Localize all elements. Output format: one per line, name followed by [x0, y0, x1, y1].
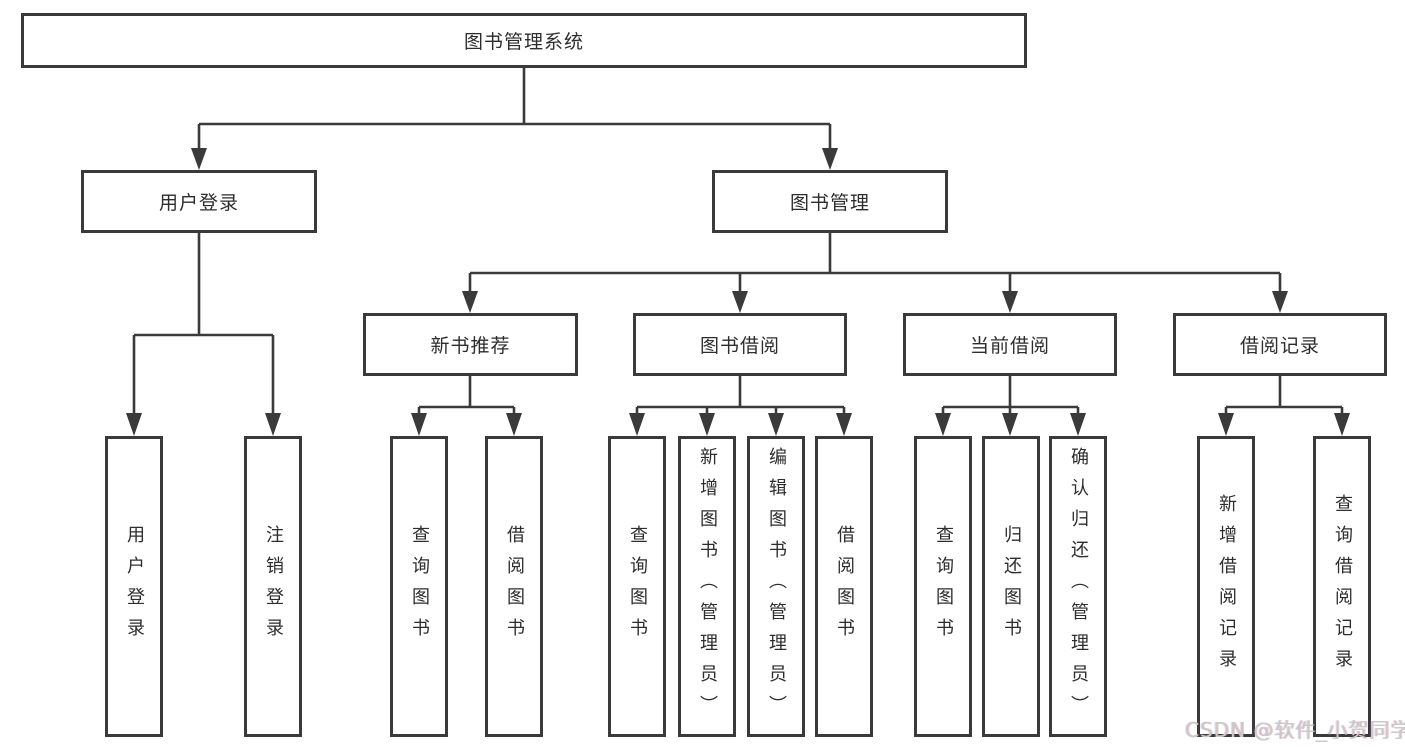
node-label: 图书管理 — [789, 192, 870, 214]
arrow-down-icon — [699, 413, 715, 436]
node-label: 注销登录 — [263, 524, 284, 649]
node-label: 新增借阅记录 — [1216, 493, 1237, 680]
arrow-down-icon — [126, 413, 142, 436]
arrow-down-icon — [1070, 413, 1086, 436]
arrow-down-icon — [1002, 413, 1018, 436]
arrow-down-icon — [411, 413, 427, 436]
arrow-down-icon — [462, 291, 478, 313]
connector-current-borrow-children — [935, 376, 1086, 436]
node-new-book-recommend: 新书推荐 — [363, 313, 578, 376]
arrow-down-icon — [1218, 413, 1234, 436]
node-label: 查询借阅记录 — [1332, 493, 1353, 680]
node-label: 新书推荐 — [430, 335, 511, 357]
node-label: 用户登录 — [158, 192, 239, 214]
arrow-down-icon — [732, 291, 748, 313]
leaf-return-book: 归还图书 — [982, 436, 1040, 737]
arrow-down-icon — [191, 148, 207, 170]
node-library-management-system: 图书管理系统 — [21, 13, 1027, 68]
node-label: 图书管理系统 — [463, 31, 584, 53]
node-label: 查询图书 — [409, 524, 430, 649]
node-borrow-records: 借阅记录 — [1173, 313, 1387, 376]
node-label: 借阅图书 — [504, 524, 525, 649]
node-label: 编辑图书（管理员） — [766, 447, 787, 726]
arrow-down-icon — [265, 413, 281, 436]
leaf-borrow-books-recommend: 借阅图书 — [485, 436, 543, 737]
connector-book-management-children — [462, 233, 1288, 313]
node-book-management: 图书管理 — [712, 170, 948, 233]
node-current-borrow: 当前借阅 — [903, 313, 1117, 376]
leaf-add-book-admin: 新增图书（管理员） — [678, 436, 736, 737]
arrow-down-icon — [1002, 291, 1018, 313]
node-label: 查询图书 — [627, 524, 648, 649]
node-label: 借阅记录 — [1239, 335, 1320, 357]
node-label: 归还图书 — [1001, 524, 1022, 649]
arrow-down-icon — [506, 413, 522, 436]
connector-borrow-records-children — [1218, 376, 1350, 436]
leaf-query-books-borrow: 查询图书 — [608, 436, 666, 737]
arrow-down-icon — [1334, 413, 1350, 436]
node-book-borrow: 图书借阅 — [633, 313, 847, 376]
leaf-edit-book-admin: 编辑图书（管理员） — [747, 436, 805, 737]
arrow-down-icon — [629, 413, 645, 436]
connector-root-to-level2 — [191, 68, 838, 170]
arrow-down-icon — [768, 413, 784, 436]
leaf-add-borrow-record: 新增借阅记录 — [1197, 436, 1255, 737]
leaf-user-login: 用户登录 — [105, 436, 163, 737]
arrow-down-icon — [1272, 291, 1288, 313]
arrow-down-icon — [836, 413, 852, 436]
node-label: 新增图书（管理员） — [697, 447, 718, 726]
node-user-login: 用户登录 — [81, 170, 317, 233]
node-label: 确认归还（管理员） — [1068, 447, 1089, 726]
csdn-watermark: CSDN @软件_小贺同学 — [1185, 718, 1405, 742]
arrow-down-icon — [935, 413, 951, 436]
arrow-down-icon — [822, 148, 838, 170]
leaf-query-books-recommend: 查询图书 — [390, 436, 448, 737]
leaf-borrow-books: 借阅图书 — [815, 436, 873, 737]
node-label: 查询图书 — [933, 524, 954, 649]
connector-user-login-children — [126, 233, 281, 436]
leaf-query-books-current: 查询图书 — [914, 436, 972, 737]
connector-new-book-children — [411, 376, 522, 436]
leaf-query-borrow-record: 查询借阅记录 — [1313, 436, 1371, 737]
node-label: 图书借阅 — [699, 335, 780, 357]
node-label: 用户登录 — [124, 524, 145, 649]
node-label: 借阅图书 — [834, 524, 855, 649]
connector-book-borrow-children — [629, 376, 852, 436]
leaf-logout-login: 注销登录 — [244, 436, 302, 737]
leaf-confirm-return-admin: 确认归还（管理员） — [1049, 436, 1107, 737]
node-label: 当前借阅 — [969, 335, 1050, 357]
